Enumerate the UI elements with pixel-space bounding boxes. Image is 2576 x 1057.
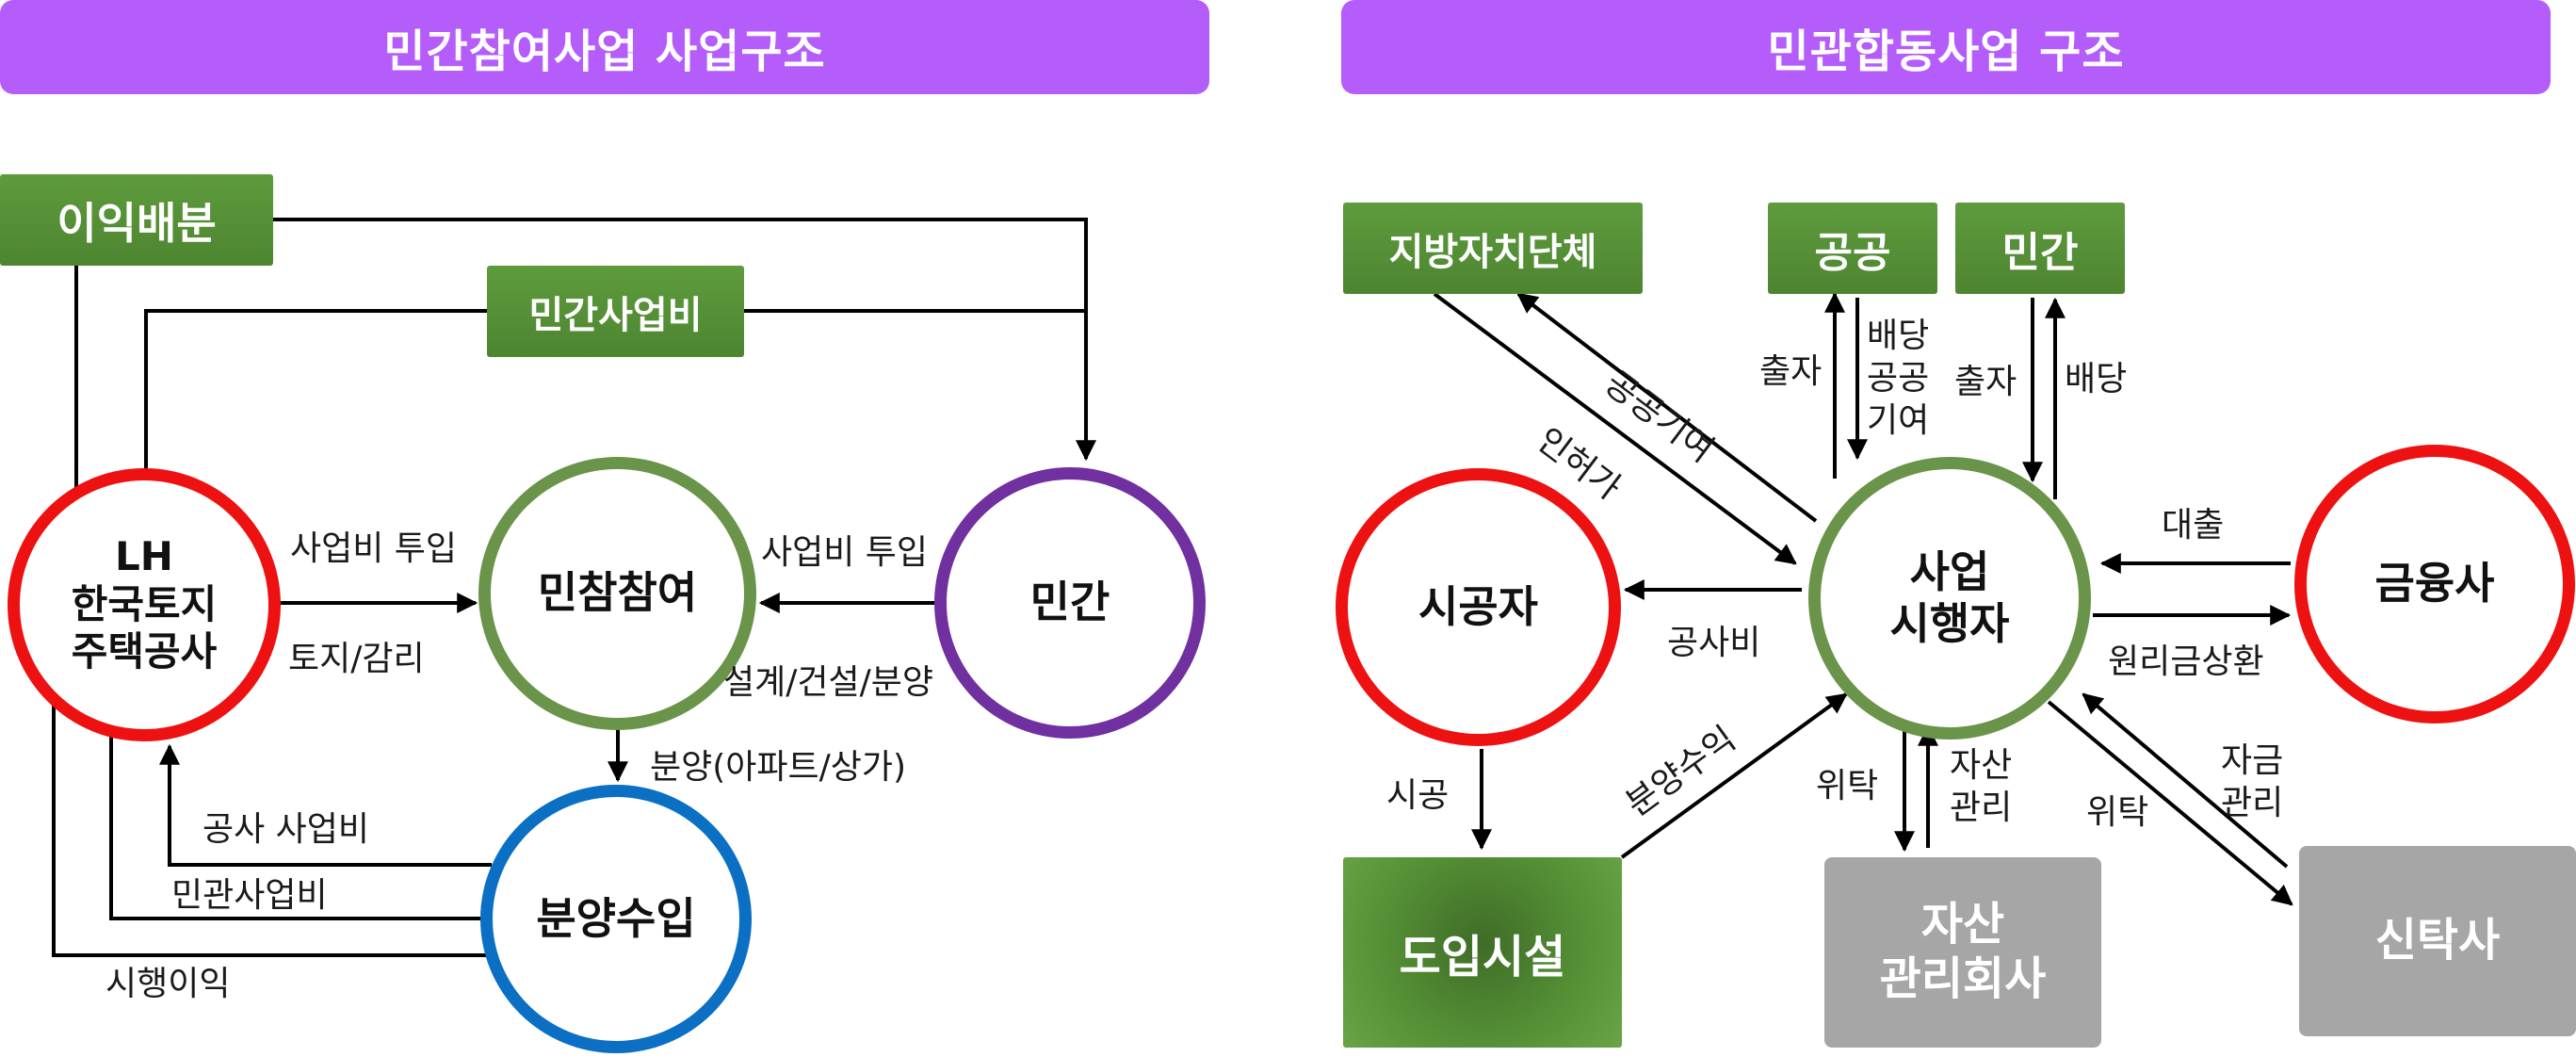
trust-consign-label: 위탁 [2086,793,2149,832]
contribution-arrow [1516,292,1818,523]
private-invest-label: 출자 [1954,363,2017,401]
profit-to-private-arrow [273,218,1096,462]
right-panel-title: 민관합동사업 구조 [1341,0,2551,94]
left-panel-title: 민간참여사업 사업구조 [0,0,1209,94]
exec-profit-label: 시행이익 [105,965,231,1003]
facility-box: 도입시설 [1343,857,1622,1048]
developer-circle: 사업 시행자 [1808,457,2091,740]
sales-revenue-circle: 분양수입 [480,785,752,1053]
repay-label: 원리금상환 [2108,642,2264,681]
local-government-box: 지방자치단체 [1343,203,1643,294]
trust-company-box: 신탁사 [2299,846,2576,1036]
asset-consign-label: 위탁 [1816,767,1879,805]
fund-mgmt-arrow [2082,692,2289,869]
sales-profit-arrow [1620,692,1848,859]
sales-to-lh-construction-arrow [159,743,492,867]
permit-arrow [1433,292,1797,565]
contractor-circle: 시공자 [1336,468,1621,746]
left-connectors [52,218,1096,957]
trust-consign-arrow [2047,700,2293,906]
public-dividend-label: 배당 공공 기여 [1867,317,1930,440]
private-cost-box: 민간사업비 [487,266,744,357]
private-circle: 민간 [934,467,1206,739]
private-box: 민간 [1955,203,2125,294]
construction-cost-label: 공사비 [1667,624,1761,662]
right-connectors [1433,291,2293,906]
joint-participation-circle: 민참참여 [478,457,756,730]
profit-distribution-box: 이익배분 [0,174,273,266]
finance-company-circle: 금융사 [2294,445,2575,724]
loan-label: 대출 [2162,506,2225,545]
sales-to-lh-joint-cost-line [109,730,485,920]
design-build-sale-label: 설계/건설/분양 [723,663,933,702]
asset-management-company-box: 자산 관리회사 [1824,857,2101,1048]
invest-top-label: 사업비 투입 [290,529,458,568]
lh-to-private-cost-line [144,309,487,479]
lh-circle: LH 한국토지 주택공사 [8,468,281,741]
joint-cost-label: 민관사업비 [171,876,328,915]
public-invest-label: 출자 [1759,352,1823,391]
invest-right-label: 사업비 투입 [761,533,929,572]
construction-cost-label: 공사 사업비 [203,810,370,849]
public-box: 공공 [1768,203,1937,294]
build-label: 시공 [1386,776,1450,815]
fund-management-label: 자금 관리 [2221,741,2284,822]
sales-to-lh-exec-profit-line [52,697,490,957]
land-label: 토지/감리 [288,640,425,678]
private-dividend-label: 배당 [2065,360,2128,398]
asset-management-label: 자산 관리 [1950,746,2013,827]
sale-apartment-label: 분양(아파트/상가) [650,748,907,787]
